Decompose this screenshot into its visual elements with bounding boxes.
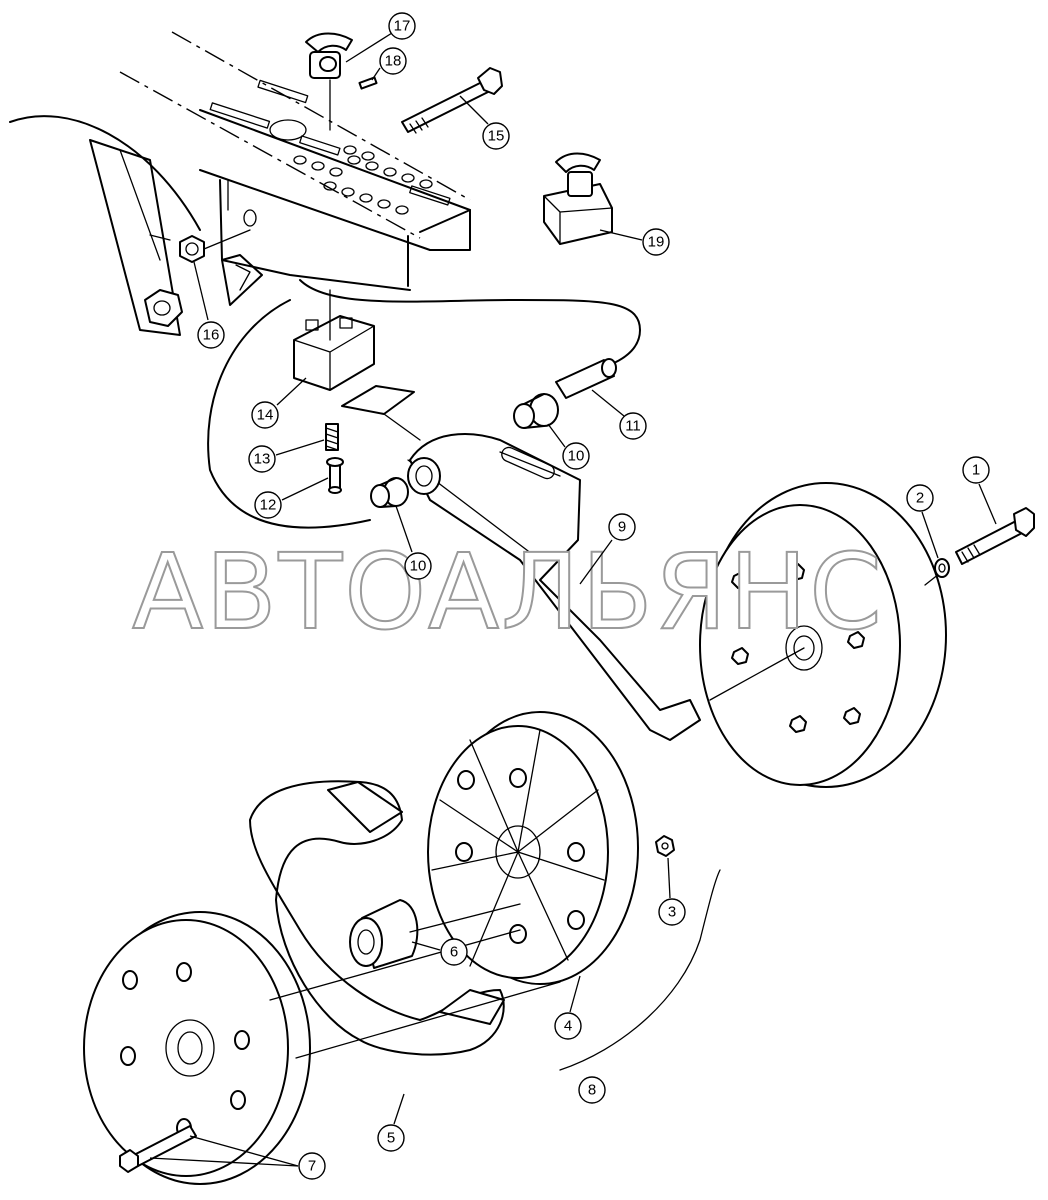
callout-17-label: 17 xyxy=(394,18,411,35)
wheel-half-spokes xyxy=(431,729,605,967)
wheel-half-bosses xyxy=(455,768,585,944)
callout-5: 5 xyxy=(377,1093,405,1152)
hex-nut-frame xyxy=(144,289,183,327)
callout-11-label: 11 xyxy=(625,418,641,435)
latch-17 xyxy=(305,32,353,131)
callout-6: 6 xyxy=(411,938,468,966)
bolt-1 xyxy=(955,507,1035,565)
bushing-10-upper xyxy=(513,393,559,429)
callout-18-label: 18 xyxy=(385,53,402,70)
callout-8: 8 xyxy=(578,1076,606,1104)
callout-10b-label: 10 xyxy=(410,558,427,575)
callout-7-label: 7 xyxy=(308,1158,316,1175)
callout-14-label: 14 xyxy=(257,407,274,424)
callout-2: 2 xyxy=(906,484,939,559)
callout-12: 12 xyxy=(254,477,329,519)
callout-12-label: 12 xyxy=(260,497,277,514)
nut-16 xyxy=(179,229,251,263)
arm-9 xyxy=(341,385,701,741)
callout-15-label: 15 xyxy=(488,128,505,145)
block-14 xyxy=(293,289,375,391)
callout-14: 14 xyxy=(251,377,307,429)
frame-bracket xyxy=(9,31,641,529)
callout-4: 4 xyxy=(554,975,582,1040)
callout-15: 15 xyxy=(459,95,510,150)
pin-18 xyxy=(358,76,378,90)
callout-18: 18 xyxy=(371,47,407,81)
callout-13-label: 13 xyxy=(254,451,271,468)
wheel-bolt-pattern xyxy=(731,563,865,733)
callout-2-label: 2 xyxy=(916,490,924,507)
callout-1-label: 1 xyxy=(972,462,980,479)
callout-6-label: 6 xyxy=(450,944,458,961)
callout-10a-label: 10 xyxy=(568,448,585,465)
tube-11 xyxy=(555,358,617,399)
callout-1: 1 xyxy=(962,456,997,525)
callout-7: 7 xyxy=(149,1135,326,1180)
callout-16-label: 16 xyxy=(203,327,220,344)
callout-5-label: 5 xyxy=(387,1130,395,1147)
callout-9: 9 xyxy=(579,513,636,585)
group-8-line xyxy=(559,869,721,1071)
callout-19-label: 19 xyxy=(648,234,665,251)
callout-8-label: 8 xyxy=(588,1082,596,1099)
callout-11: 11 xyxy=(591,389,647,440)
callout-3: 3 xyxy=(658,857,686,926)
callout-9-label: 9 xyxy=(618,519,626,536)
callout-10-lower: 10 xyxy=(395,505,432,580)
callout-19: 19 xyxy=(599,228,670,256)
bolt-7 xyxy=(119,1125,197,1173)
frame-hole-row xyxy=(293,145,433,215)
callout-10-upper: 10 xyxy=(547,423,590,470)
callout-4-label: 4 xyxy=(564,1018,572,1035)
nut-3 xyxy=(655,835,675,857)
callout-13: 13 xyxy=(248,439,325,473)
washer-2 xyxy=(934,558,950,578)
bearing-6 xyxy=(349,899,521,969)
callout-16: 16 xyxy=(193,261,225,349)
latch-assembly-19 xyxy=(543,152,613,245)
callout-17: 17 xyxy=(345,12,416,63)
watermark-text: АВТОАЛЬЯНС xyxy=(132,531,884,653)
callout-3-label: 3 xyxy=(668,904,676,921)
wheel-outer-rim xyxy=(699,482,947,788)
wheel-half-4 xyxy=(427,711,639,985)
spring-13 xyxy=(325,423,339,451)
bolt-15 xyxy=(401,67,503,134)
bushing-10-lower xyxy=(370,477,409,508)
bolt-12 xyxy=(326,457,344,494)
